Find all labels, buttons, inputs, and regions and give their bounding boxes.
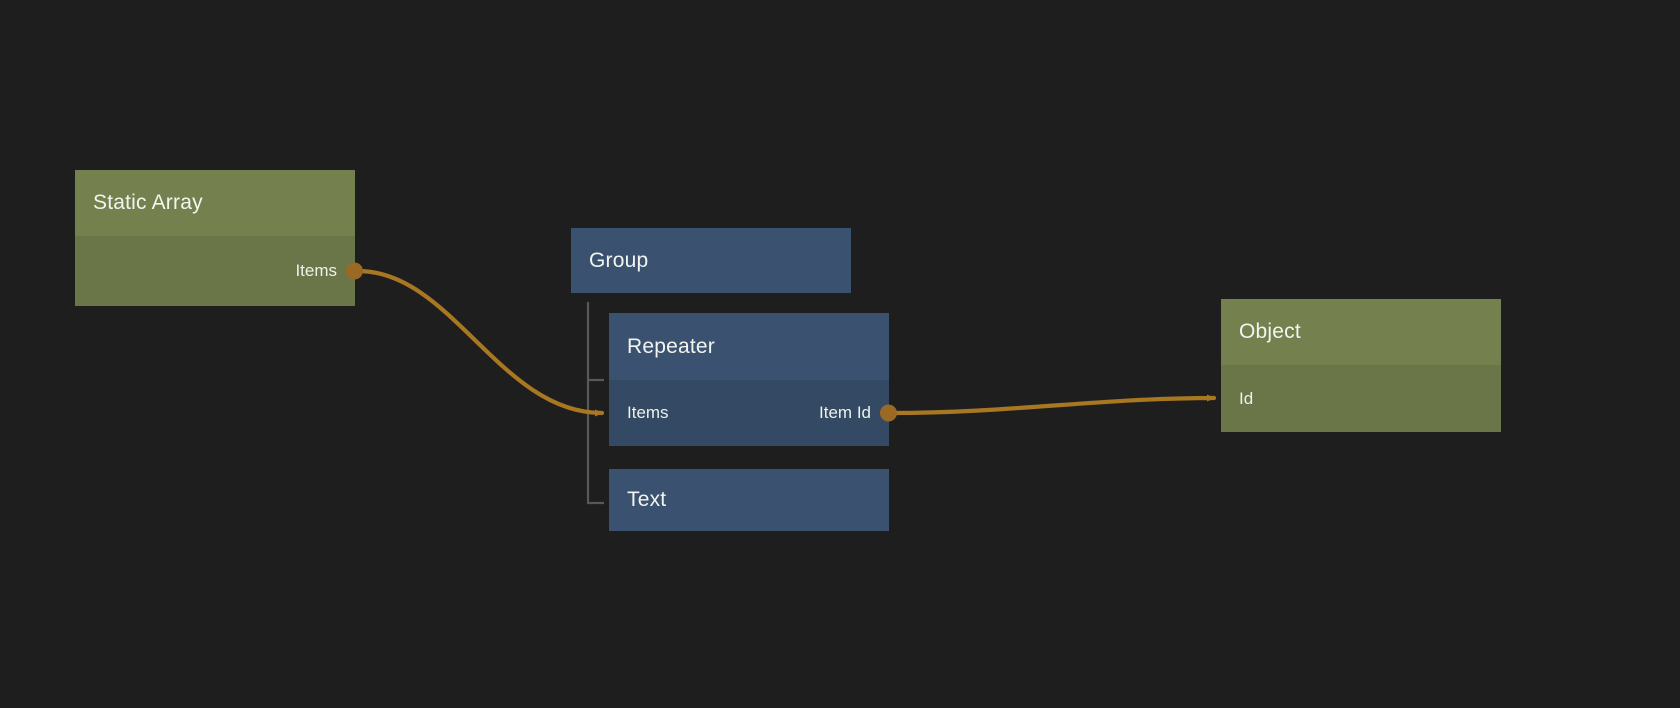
edge-repeater-item-id-to-object-id — [889, 394, 1217, 416]
node-object[interactable]: Object Id — [1221, 299, 1501, 432]
node-group-title: Group — [571, 228, 851, 293]
node-group[interactable]: Group — [571, 228, 851, 293]
node-static-array[interactable]: Static Array Items — [75, 170, 363, 306]
edge-static-array-items-to-repeater-items — [355, 268, 605, 417]
node-static-array-title: Static Array — [75, 170, 355, 236]
node-static-array-body: Items — [75, 236, 363, 306]
port-row-repeater-items[interactable]: Items Item Id — [609, 380, 897, 446]
port-label-items-in: Items — [627, 403, 669, 422]
port-row-static-array-items[interactable]: Items — [75, 236, 363, 306]
node-repeater-title: Repeater — [609, 313, 889, 380]
port-label-id-in: Id — [1239, 388, 1254, 408]
node-repeater[interactable]: Repeater Items Item Id — [609, 313, 897, 446]
port-label-item-id-out: Item Id — [819, 403, 871, 422]
port-label-items-out: Items — [295, 261, 337, 280]
port-row-object-id[interactable]: Id — [1221, 365, 1501, 432]
node-text-title: Text — [609, 469, 889, 531]
node-object-title: Object — [1221, 299, 1501, 365]
port-dot-item-id-out[interactable] — [880, 404, 897, 422]
node-object-body: Id — [1221, 365, 1501, 432]
node-text[interactable]: Text — [609, 469, 889, 531]
port-dot-items-out[interactable] — [346, 262, 363, 280]
node-repeater-body: Items Item Id — [609, 380, 897, 446]
tree-connector-group — [586, 301, 604, 505]
